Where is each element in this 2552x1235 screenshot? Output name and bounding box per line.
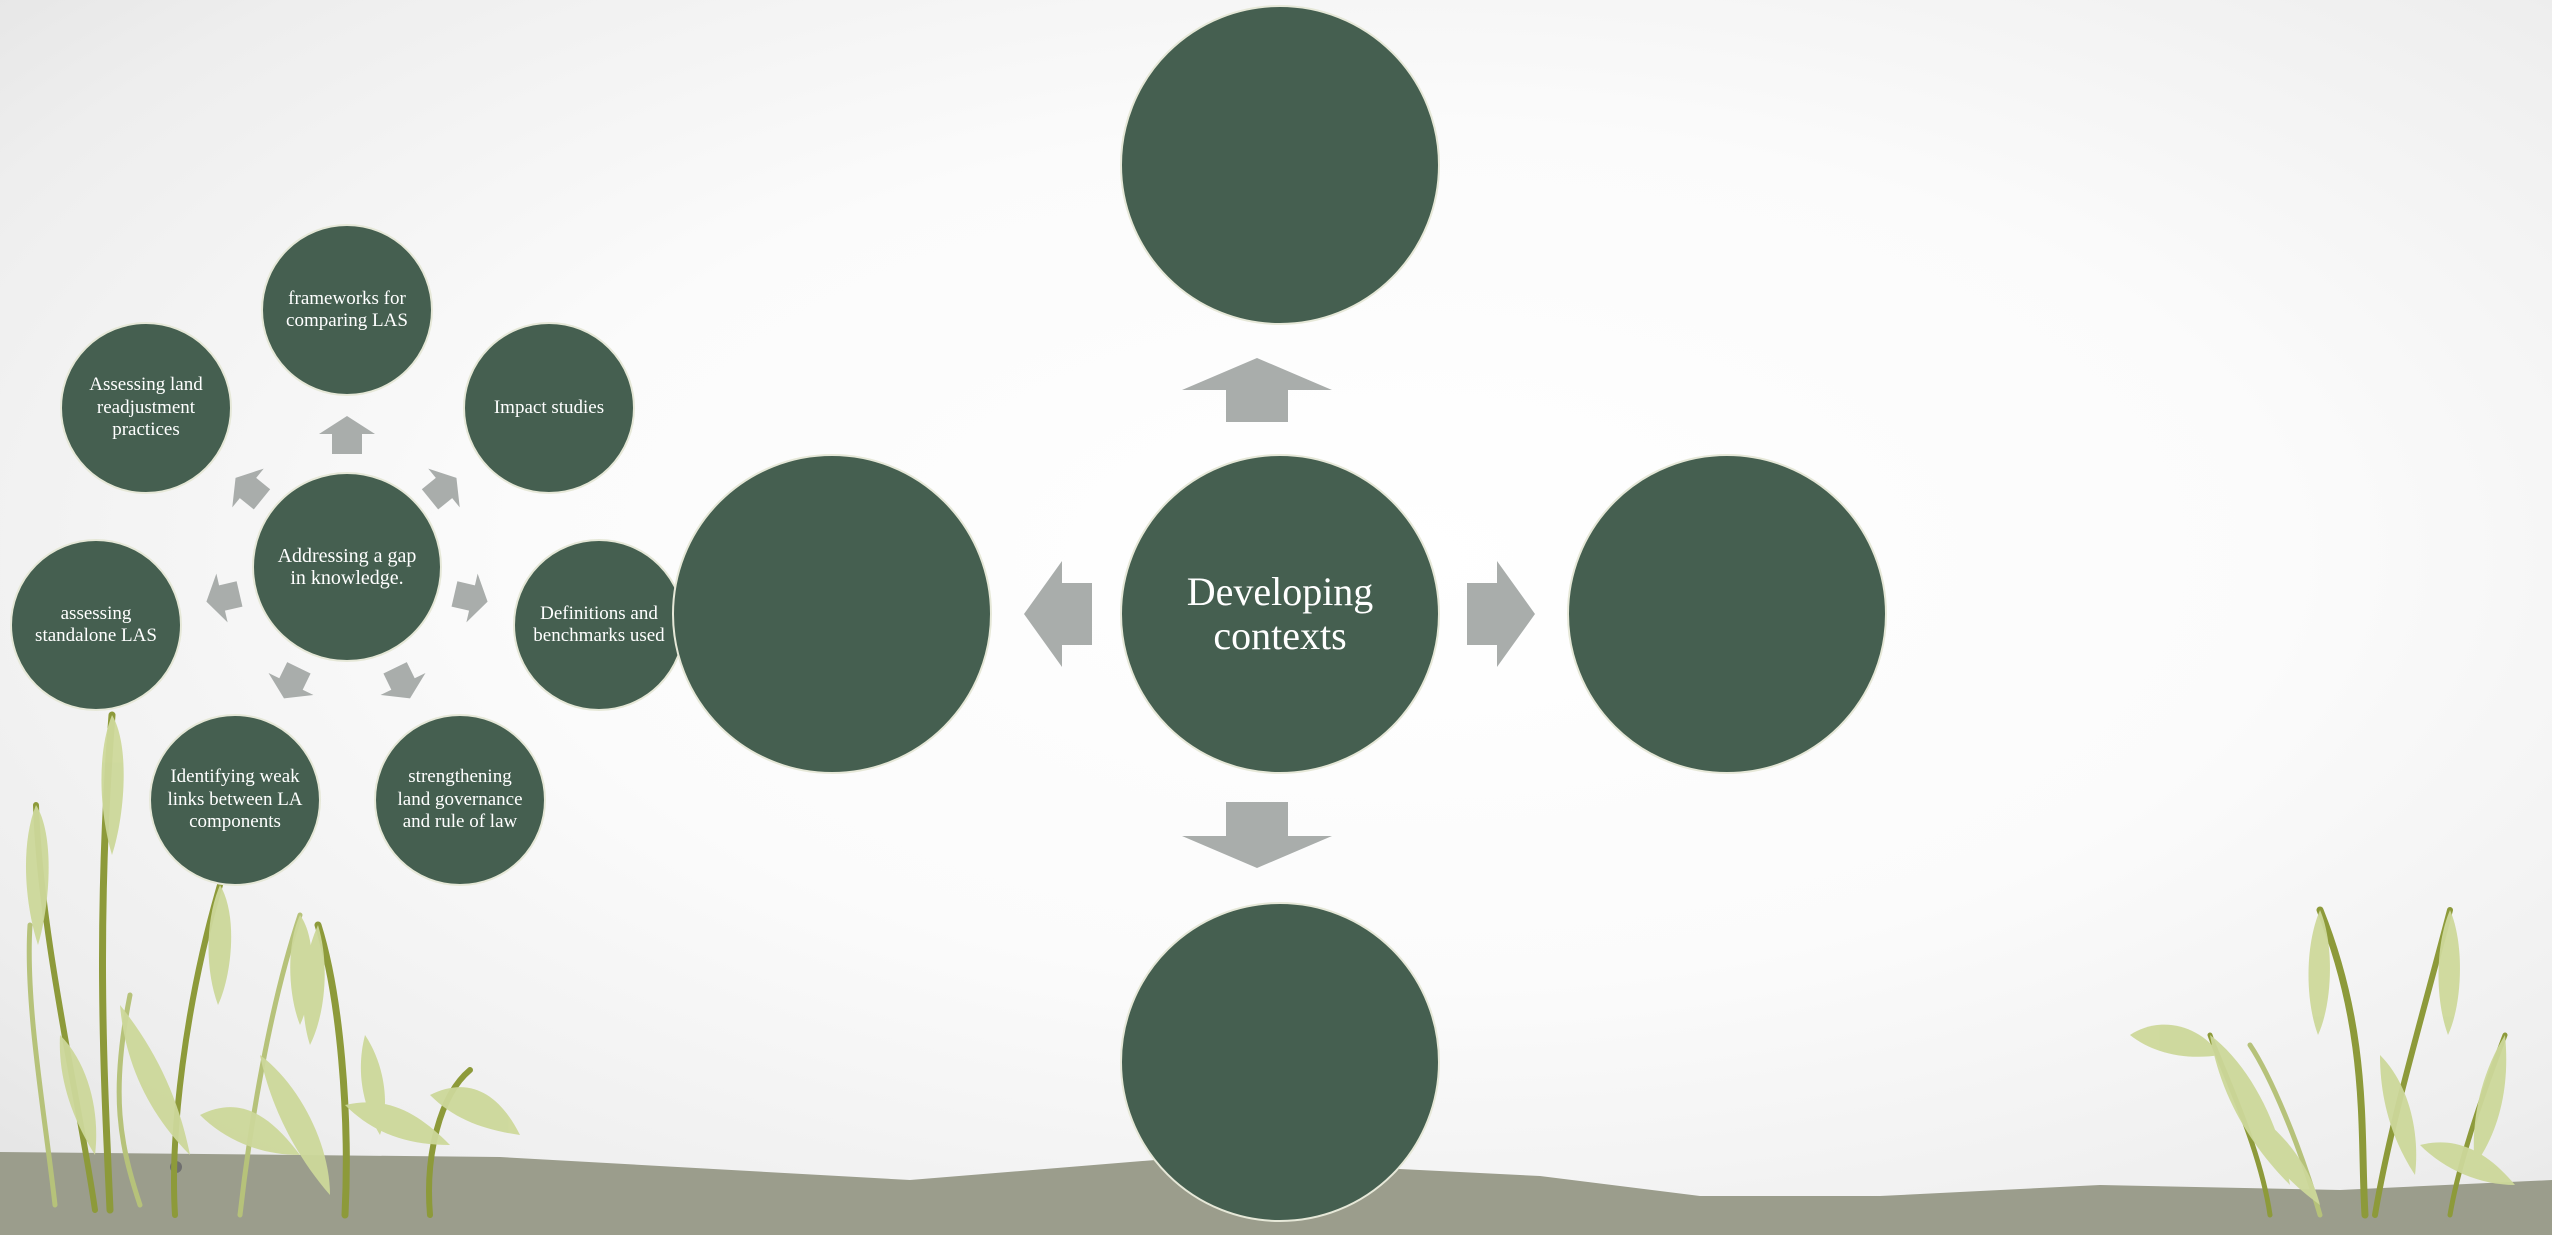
radial-center-label: Developing contexts (1186, 569, 1374, 658)
arrow-right (1467, 561, 1535, 667)
cycle-node-label: frameworks for comparing LAS (286, 287, 408, 332)
cycle-node-readjustment: Assessing land readjustment practices (60, 322, 232, 494)
cycle-node-governance: strengthening land governance and rule o… (374, 714, 546, 886)
cycle-node-label: Assessing land readjustment practices (89, 374, 203, 441)
arrow-up (1182, 358, 1332, 422)
cycle-node-impact-studies: Impact studies (463, 322, 635, 494)
cycle-node-label: assessing standalone LAS (35, 602, 157, 647)
cycle-node-label: Impact studies (493, 396, 605, 418)
radial-bottom-node (1120, 902, 1440, 1222)
cycle-node-label: Identifying weak links between LA compon… (167, 766, 303, 833)
cycle-node-label: Definitions and benchmarks used (533, 602, 665, 647)
radial-left-node (672, 454, 992, 774)
radial-top-node (1120, 5, 1440, 325)
radial-right-node (1567, 454, 1887, 774)
arrow-down (1182, 802, 1332, 868)
grass-right-illustration (2130, 906, 2515, 1219)
cycle-node-weak-links: Identifying weak links between LA compon… (149, 714, 321, 886)
cycle-center-label: Addressing a gap in knowledge. (277, 544, 417, 590)
cycle-node-label: strengthening land governance and rule o… (397, 766, 523, 833)
arrow-left (1024, 561, 1092, 667)
radial-center-node: Developing contexts (1120, 454, 1440, 774)
cycle-center-node: Addressing a gap in knowledge. (252, 472, 442, 662)
cycle-node-definitions: Definitions and benchmarks used (513, 539, 685, 711)
cycle-node-frameworks: frameworks for comparing LAS (261, 224, 433, 396)
cycle-node-standalone: assessing standalone LAS (10, 539, 182, 711)
grass-left-illustration (25, 711, 520, 1219)
